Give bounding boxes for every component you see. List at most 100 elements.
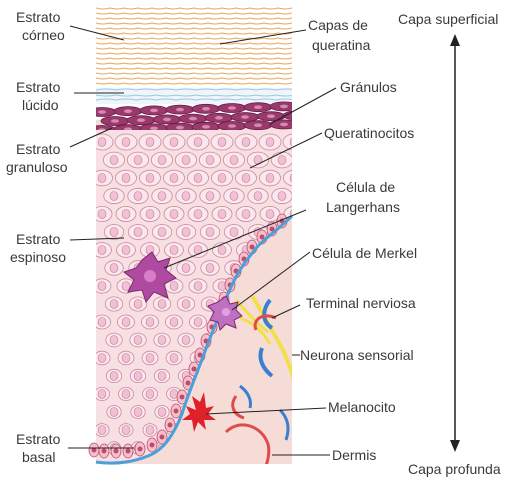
keratin-layer-line xyxy=(96,82,292,85)
basal-nucleus xyxy=(259,234,265,240)
keratinocyte-nucleus xyxy=(133,371,143,381)
blood-vessel-blue xyxy=(239,384,252,409)
label-estrato-espinoso-1: Estrato xyxy=(16,231,61,247)
keratinocyte-nucleus xyxy=(109,263,119,273)
granular-nucleus xyxy=(254,123,262,127)
basal-nucleus xyxy=(173,408,179,414)
label-estrato-corneo-2: córneo xyxy=(22,27,65,43)
basal-nucleus xyxy=(269,226,275,232)
label-estrato-corneo-1: Estrato xyxy=(16,9,61,25)
basal-nucleus xyxy=(191,366,197,372)
keratin-layer-line xyxy=(96,67,292,70)
keratin-layer-line xyxy=(96,17,292,20)
keratinocyte-nucleus xyxy=(241,173,251,183)
basal-nucleus xyxy=(249,244,255,250)
leader-lines xyxy=(68,25,337,456)
basal-nucleus xyxy=(91,447,97,453)
keratinocyte-nucleus xyxy=(289,137,292,147)
basement-membrane xyxy=(95,214,294,465)
keratinocyte-nucleus xyxy=(289,173,292,183)
keratinocyte-nucleus xyxy=(193,209,203,219)
label-estrato-granuloso-1: Estrato xyxy=(16,141,61,157)
keratinocyte-nucleus xyxy=(205,227,215,237)
basal-nucleus xyxy=(137,446,143,452)
keratinocyte-nucleus xyxy=(121,389,131,399)
granular-nucleus xyxy=(215,116,223,120)
basal-nucleus xyxy=(185,380,191,386)
label-langerhans-2: Langerhans xyxy=(326,199,400,215)
keratin-layer-line xyxy=(96,32,292,35)
basal-nucleus xyxy=(125,448,131,454)
label-queratinocitos: Queratinocitos xyxy=(324,125,414,141)
keratinocyte-nucleus xyxy=(193,317,203,327)
keratinocyte xyxy=(299,442,313,455)
keratinocyte-nucleus xyxy=(157,191,167,201)
keratin-layer-line xyxy=(96,22,292,25)
keratinocyte-nucleus xyxy=(169,245,179,255)
keratinocyte-nucleus xyxy=(133,227,143,237)
nerve-branch xyxy=(234,299,269,334)
keratinocyte-nucleus xyxy=(193,281,203,291)
basal-nucleus xyxy=(159,434,165,440)
granular-nucleus xyxy=(150,108,158,113)
keratinocyte-nucleus xyxy=(302,228,310,237)
merkel-cell xyxy=(207,295,243,331)
keratinocyte-nucleus xyxy=(121,137,131,147)
blood-vessel-red xyxy=(224,423,271,464)
basal-nucleus xyxy=(149,442,155,448)
keratinocyte-nucleus xyxy=(97,281,107,291)
blood-vessel-red xyxy=(231,395,245,420)
keratin-layer-line xyxy=(96,52,292,55)
keratinocyte-nucleus xyxy=(265,173,275,183)
label-capa-superficial: Capa superficial xyxy=(398,11,498,27)
keratinocyte-nucleus xyxy=(181,191,191,201)
label-neurona-sensorial: Neurona sensorial xyxy=(300,347,414,363)
keratinocyte-nucleus xyxy=(97,173,107,183)
keratinocyte-nucleus xyxy=(97,317,107,327)
keratinocyte-nucleus xyxy=(157,371,167,381)
keratinocyte-nucleus xyxy=(169,137,179,147)
keratinocyte-nucleus xyxy=(169,173,179,183)
lucid-layer-line xyxy=(96,98,292,101)
keratinocyte-nucleus xyxy=(289,209,292,219)
label-estrato-basal-2: basal xyxy=(22,449,55,465)
keratinocyte-nucleus xyxy=(145,137,155,147)
keratinocyte-nucleus xyxy=(145,425,155,435)
keratinocyte-nucleus xyxy=(302,264,310,273)
blood-vessel-blue xyxy=(258,347,274,378)
langerhans-cell xyxy=(122,251,177,304)
keratinocyte-nucleus xyxy=(121,317,131,327)
keratinocyte-nucleus xyxy=(229,227,239,237)
keratinocyte-nucleus xyxy=(145,353,155,363)
keratinocyte-nucleus xyxy=(302,444,310,453)
keratinocyte-nucleus xyxy=(169,353,179,363)
lucid-layer-line xyxy=(96,94,292,97)
label-terminal-nerviosa: Terminal nerviosa xyxy=(306,295,416,311)
keratin-layer-line xyxy=(96,47,292,50)
basal-nucleus xyxy=(101,448,107,454)
keratinocyte-nucleus xyxy=(217,173,227,183)
keratinocyte xyxy=(295,152,317,168)
label-capa-profunda: Capa profunda xyxy=(408,461,501,477)
granular-nucleus xyxy=(280,122,288,127)
basal-nucleus xyxy=(179,394,185,400)
keratinocyte-nucleus xyxy=(205,191,215,201)
keratinocyte-nucleus xyxy=(157,299,167,309)
nerve-fiber xyxy=(250,294,292,381)
label-dermis: Dermis xyxy=(332,447,376,463)
keratinocyte-nucleus xyxy=(133,191,143,201)
keratinocyte xyxy=(297,261,316,276)
keratinocyte-nucleus xyxy=(302,156,310,165)
keratinocyte-nucleus xyxy=(109,371,119,381)
keratinocyte-nucleus xyxy=(121,245,131,255)
keratinocyte-nucleus xyxy=(302,372,310,381)
keratinocyte-nucleus xyxy=(181,335,191,345)
keratinocyte-nucleus xyxy=(181,299,191,309)
blood-vessel-blue xyxy=(278,408,290,441)
keratinocyte xyxy=(299,406,314,419)
label-estrato-granuloso-2: granuloso xyxy=(6,159,68,175)
keratinocyte-nucleus xyxy=(97,353,107,363)
keratinocyte xyxy=(296,225,316,240)
keratinocyte-nucleus xyxy=(217,137,227,147)
